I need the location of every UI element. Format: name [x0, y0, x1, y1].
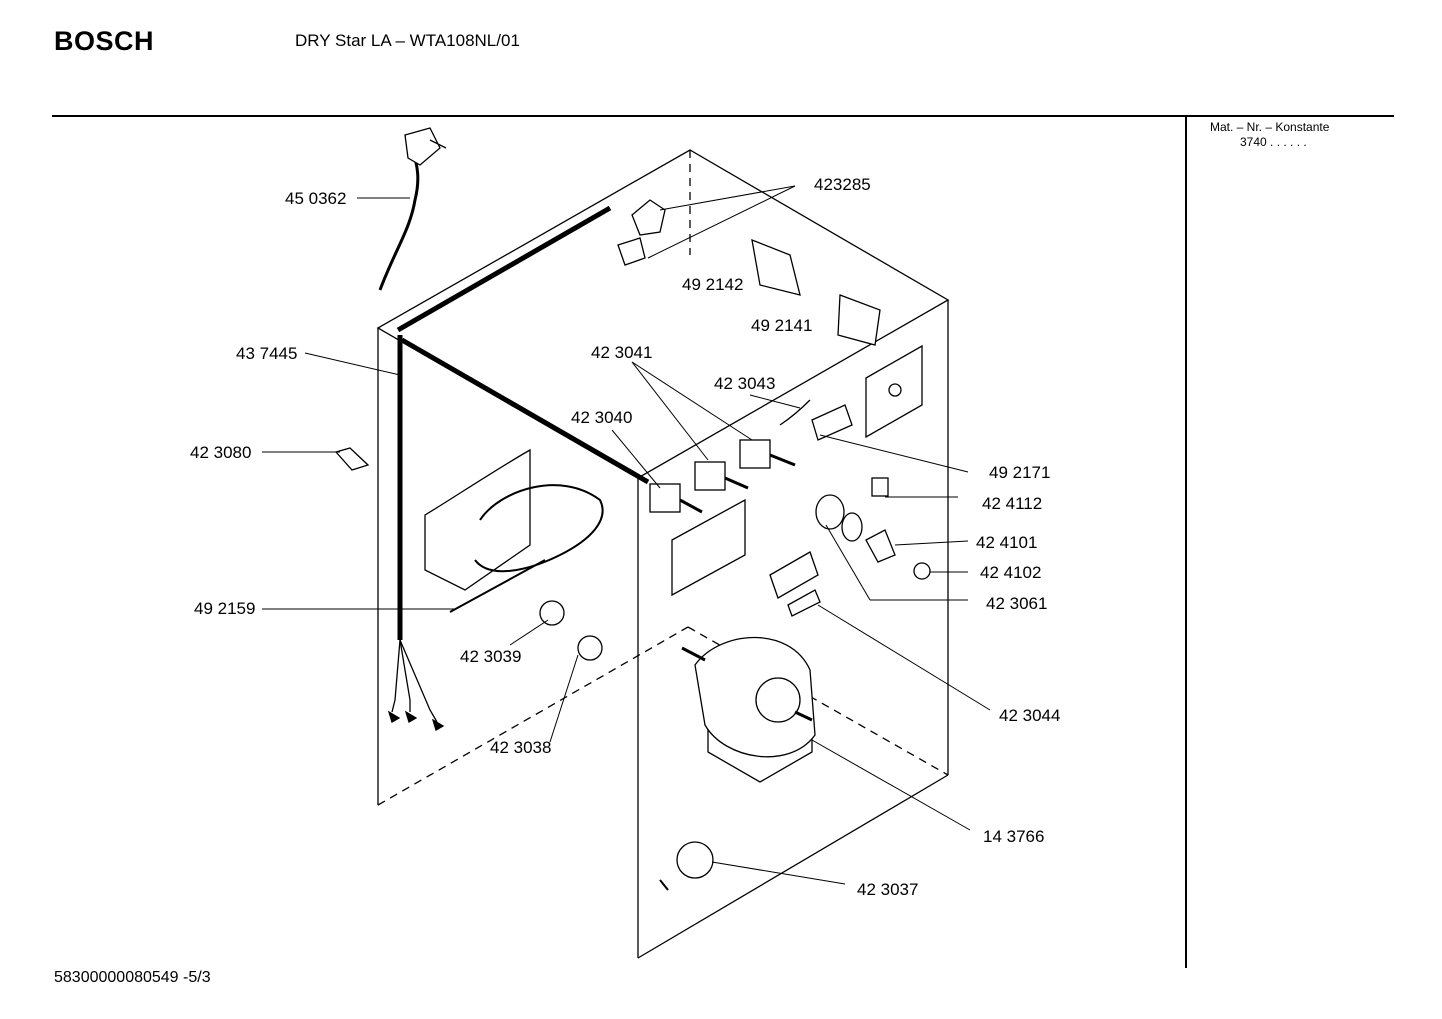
part-label: 14 3766	[983, 827, 1045, 846]
part-label: 45 0362	[285, 189, 347, 208]
thermostat-icon	[539, 600, 603, 661]
control-board-icon	[751, 238, 881, 346]
part-label: 42 4112	[982, 494, 1043, 513]
part-label: 49 2141	[751, 316, 813, 335]
side-rule	[1185, 116, 1187, 968]
leader-lines	[262, 185, 991, 885]
part-label: 42 3039	[460, 647, 522, 666]
konstante-value: 3740 . . . . . .	[1240, 135, 1307, 149]
part-label: 49 2142	[682, 275, 744, 294]
part-label: 42 3038	[490, 738, 552, 757]
part-label: 42 4102	[980, 563, 1042, 582]
push-switch-icon	[649, 439, 796, 514]
connector-icon	[334, 447, 370, 471]
bottom-thermostat-icon	[659, 841, 714, 891]
part-label: 42 3043	[714, 374, 776, 393]
part-label: 49 2171	[989, 463, 1051, 482]
part-label: 42 3037	[857, 880, 919, 899]
terminal-block-icon	[769, 551, 821, 617]
small-board-icon	[779, 399, 853, 441]
motor-icon	[681, 637, 816, 783]
part-label: 42 4101	[976, 533, 1038, 552]
document-number: 58300000080549 -5/3	[54, 969, 211, 986]
konstante-label: Mat. – Nr. – Konstante	[1210, 120, 1330, 134]
part-label: 49 2159	[194, 599, 256, 618]
wire-harness	[387, 205, 650, 731]
header-rule	[52, 115, 1394, 117]
part-label: 42 3080	[190, 443, 252, 462]
part-label: 42 3061	[986, 594, 1048, 613]
mounting-plate-icon	[865, 344, 923, 439]
clip-icon	[617, 199, 666, 266]
lamp-assembly-icon	[815, 477, 931, 580]
part-label: 42 3044	[999, 706, 1061, 725]
power-cord-icon	[378, 127, 447, 291]
brand-logo: BOSCH	[54, 26, 155, 56]
part-label: 42 3041	[591, 343, 653, 362]
part-label: 42 3040	[571, 408, 633, 427]
part-label: 423285	[814, 175, 871, 194]
model-title: DRY Star LA – WTA108NL/01	[295, 31, 520, 50]
part-label: 43 7445	[236, 344, 298, 363]
heating-element-icon	[424, 448, 604, 613]
switch-panel-icon	[671, 498, 746, 597]
